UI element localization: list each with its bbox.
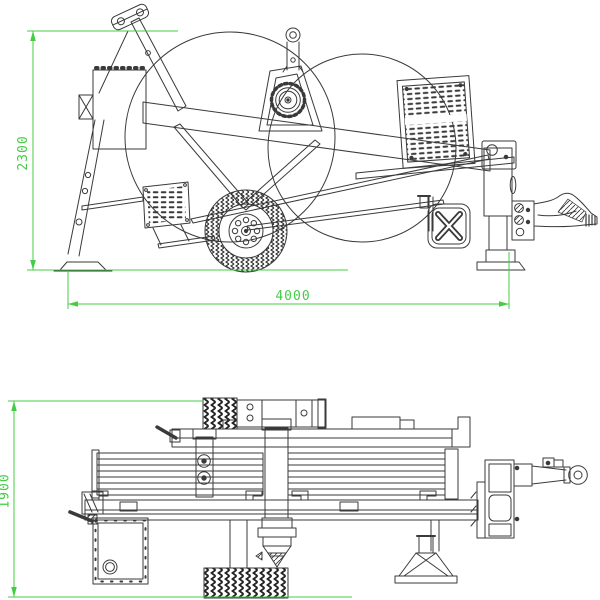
frame-corner-bracket: [81, 491, 104, 515]
dimension-arrows: [30, 31, 36, 270]
dimension-length-4000: 4000: [67, 252, 510, 309]
dimension-value-width: 1900: [0, 473, 13, 508]
locking-lever: [155, 425, 178, 440]
plan-axle-assembly: [236, 398, 327, 429]
tire-tread: [205, 189, 288, 273]
drum-support-arm: [192, 428, 217, 498]
dimension-value-height: 2300: [16, 135, 31, 170]
hitch-bracket: [511, 200, 535, 241]
dimension-arrows: [68, 301, 509, 307]
cable-guide-funnel: [394, 535, 458, 584]
step-grille: [142, 181, 216, 249]
plan-front-tire: [202, 397, 238, 430]
mast-head-roller: [110, 3, 150, 31]
center-support-column: [261, 418, 292, 519]
sheave-hub: [269, 81, 307, 119]
left-axle-housing: [229, 519, 248, 569]
front-support-leg: [53, 119, 144, 272]
rear-jack: [476, 140, 526, 271]
tank-x-box: [417, 195, 471, 249]
drawbar-hitch: [533, 192, 598, 228]
control-cabinet: [78, 66, 147, 150]
plan-drum-left: [91, 449, 264, 499]
rear-tow-assembly: [470, 457, 588, 539]
mast-boom: [98, 3, 187, 112]
side-elevation-view: [53, 3, 598, 273]
dimension-width-1900: 1900: [0, 400, 352, 598]
capstan-cone: [255, 517, 297, 568]
front-leg-foot: [59, 261, 107, 271]
road-wheel: [204, 189, 288, 273]
panel-base-plate: [355, 156, 515, 180]
jack-foot: [476, 261, 526, 271]
dimension-arrows: [11, 401, 17, 597]
engine-louver-panel: [396, 75, 476, 169]
plan-upper-frame: [155, 416, 471, 448]
plan-rear-tire: [203, 567, 289, 599]
lifting-clevis: [282, 27, 304, 73]
sheave-bracket: [258, 27, 323, 132]
dimension-height-2300: 2300: [16, 30, 348, 271]
leg-pivot-bracket: [78, 94, 94, 120]
access-panel: [68, 510, 149, 585]
main-frame-beam: [142, 101, 491, 172]
left-bullwheel-flange: [124, 31, 336, 243]
wheel-hub: [228, 213, 264, 249]
tow-eye-arm: [513, 457, 588, 487]
plan-view: [68, 397, 588, 599]
dimension-value-length: 4000: [275, 289, 310, 304]
